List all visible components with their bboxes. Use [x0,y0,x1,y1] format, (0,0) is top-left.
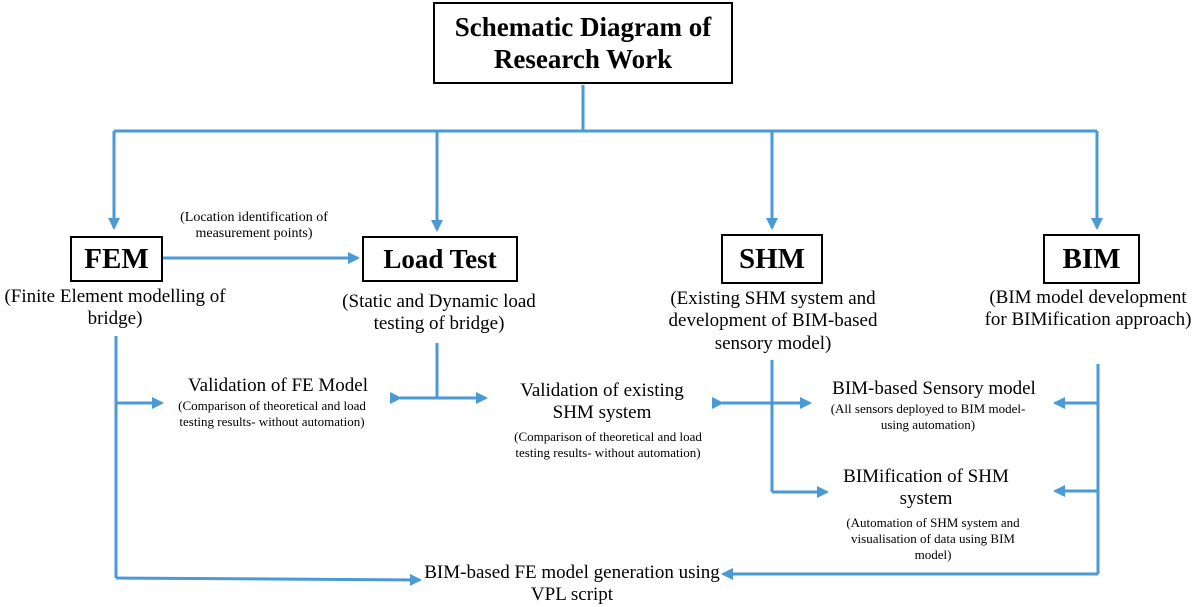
arrow-fem-to-generation [115,573,422,586]
validation-fe-title: Validation of FE Model [188,375,368,396]
load-test-box: Load Test [362,236,518,282]
diagram-title: Schematic Diagram of Research Work [454,11,712,74]
load-test-description: (Static and Dynamic load testing of brid… [342,291,536,335]
bim-label: BIM [1062,242,1121,275]
sensory-model-title: BIM-based Sensory model [832,378,1036,399]
shm-description: (Existing SHM system and development of … [668,288,878,354]
shm-label: SHM [738,242,806,275]
load-test-label: Load Test [383,243,497,274]
sensory-model-description: (All sensors deployed to BIM model- usin… [830,401,1026,432]
fe-generation-title: BIM-based FE model generation using VPL … [424,562,720,606]
validation-shm-title: Validation of existing SHM system [520,380,684,424]
fem-box: FEM [70,236,163,282]
bim-box: BIM [1043,234,1140,284]
validation-fe-description: (Comparison of theoretical and load test… [178,398,366,429]
fem-description: (Finite Element modelling of bridge) [4,286,226,330]
shm-box: SHM [721,234,823,284]
bimification-title: BIMification of SHM system [843,466,1009,510]
edge-label-fem-load-test: (Location identification of measurement … [180,210,328,242]
bim-description: (BIM model development for BIMification … [984,287,1192,331]
validation-shm-description: (Comparison of theoretical and load test… [514,429,702,460]
bimification-description: (Automation of SHM system and visualisat… [846,515,1020,562]
title-box: Schematic Diagram of Research Work [433,2,733,84]
fem-label: FEM [84,242,149,275]
